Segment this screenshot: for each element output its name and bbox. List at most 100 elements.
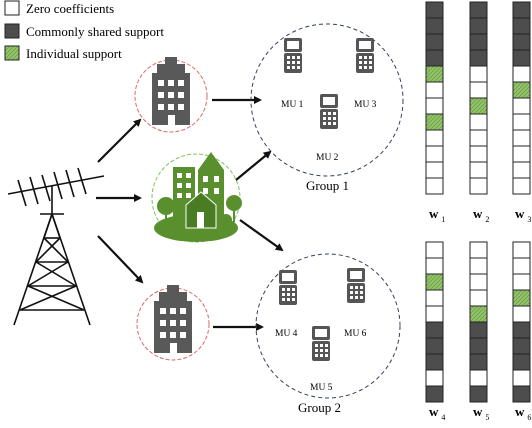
vector-cell-common bbox=[512, 337, 531, 355]
vector-cell-common bbox=[512, 33, 531, 51]
mu-label: MU 4 bbox=[275, 329, 298, 339]
legend-label-individual: Individual support bbox=[26, 46, 122, 61]
vector-cell-common bbox=[469, 353, 488, 371]
vector-cell-individual bbox=[425, 65, 444, 83]
vector-cell-zero bbox=[469, 129, 488, 147]
vector-cell-individual bbox=[512, 81, 531, 99]
vector-cell-zero bbox=[425, 145, 444, 163]
mobile-user-2: MU 2 bbox=[316, 94, 339, 163]
vector-cell-zero bbox=[512, 257, 531, 275]
vector-column-w5 bbox=[469, 241, 488, 403]
tower-arrows bbox=[96, 118, 144, 284]
vector-cell-zero bbox=[425, 305, 444, 323]
vector-cell-zero bbox=[469, 241, 488, 259]
vector-cell-zero bbox=[512, 241, 531, 259]
vector-cell-common bbox=[425, 33, 444, 51]
vector-cell-common bbox=[425, 385, 444, 403]
vector-cell-common bbox=[425, 321, 444, 339]
vector-cell-common bbox=[425, 353, 444, 371]
vector-cell-individual bbox=[469, 305, 488, 323]
arrow-icon bbox=[235, 150, 272, 181]
mu-label: MU 3 bbox=[354, 100, 377, 110]
mobile-user-3: MU 3 bbox=[354, 38, 377, 110]
legend-swatch-common bbox=[4, 23, 20, 39]
vector-cell-common bbox=[425, 17, 444, 35]
vector-cell-zero bbox=[512, 113, 531, 131]
vector-cell-zero bbox=[512, 369, 531, 387]
vector-cell-common bbox=[425, 337, 444, 355]
vector-cell-zero bbox=[425, 97, 444, 115]
vector-cell-zero bbox=[425, 257, 444, 275]
group-2-boundary bbox=[255, 253, 401, 399]
vector-cell-common bbox=[512, 321, 531, 339]
vector-cell-zero bbox=[512, 273, 531, 291]
vector-cell-common bbox=[512, 385, 531, 403]
mobile-phone-icon bbox=[320, 94, 338, 129]
vector-cell-zero bbox=[512, 305, 531, 323]
vector-column-w2 bbox=[469, 1, 488, 195]
vector-cell-zero bbox=[469, 145, 488, 163]
legend-label-zero: Zero coefficients bbox=[26, 1, 114, 16]
vector-cell-zero bbox=[469, 273, 488, 291]
vector-cell-common bbox=[512, 17, 531, 35]
legend-swatch-zero bbox=[4, 0, 20, 16]
arrow-icon bbox=[239, 219, 284, 252]
vector-cell-zero bbox=[469, 369, 488, 387]
vector-cell-zero bbox=[469, 81, 488, 99]
group-2: Group 2 MU 4 MU 6 MU 5 bbox=[255, 253, 401, 415]
vector-cell-common bbox=[512, 1, 531, 19]
vector-cell-common bbox=[469, 33, 488, 51]
group-1-label: Group 1 bbox=[306, 178, 349, 193]
vector-cell-zero bbox=[425, 369, 444, 387]
mobile-user-1: MU 1 bbox=[281, 38, 304, 110]
mobile-phone-icon bbox=[312, 326, 330, 361]
vector-cell-zero bbox=[469, 177, 488, 195]
legend-item-individual: Individual support bbox=[4, 45, 122, 61]
vector-cell-zero bbox=[512, 65, 531, 83]
vector-cell-common bbox=[425, 1, 444, 19]
vector-cell-common bbox=[469, 337, 488, 355]
legend-item-zero: Zero coefficients bbox=[4, 0, 114, 16]
mobile-user-6: MU 6 bbox=[344, 268, 367, 339]
vector-cell-zero bbox=[469, 161, 488, 179]
mobile-phone-icon bbox=[279, 270, 297, 305]
arrow-icon bbox=[97, 235, 144, 284]
legend-label-common: Commonly shared support bbox=[26, 24, 164, 39]
mobile-phone-icon bbox=[356, 38, 374, 73]
vector-cell-zero bbox=[425, 129, 444, 147]
vector-cell-zero bbox=[425, 161, 444, 179]
mu-label: MU 5 bbox=[310, 383, 333, 393]
vector-column-w1 bbox=[425, 1, 444, 195]
mu-label: MU 6 bbox=[344, 329, 367, 339]
vector-cell-zero bbox=[425, 81, 444, 99]
vector-cell-zero bbox=[469, 65, 488, 83]
legend-swatch-individual bbox=[4, 45, 20, 61]
vector-column-w6 bbox=[512, 241, 531, 403]
group-2-label: Group 2 bbox=[298, 400, 341, 415]
vector-cell-zero bbox=[512, 177, 531, 195]
vector-column-w4 bbox=[425, 241, 444, 403]
antenna-tower-icon bbox=[7, 167, 105, 326]
vector-cell-common bbox=[469, 17, 488, 35]
mobile-user-5: MU 5 bbox=[310, 326, 333, 393]
vector-cell-zero bbox=[512, 145, 531, 163]
group-1-boundary bbox=[250, 23, 404, 177]
vector-cell-individual bbox=[469, 97, 488, 115]
vector-cell-individual bbox=[425, 273, 444, 291]
vector-cell-common bbox=[512, 49, 531, 67]
vector-cell-common bbox=[512, 353, 531, 371]
vector-cell-zero bbox=[425, 289, 444, 307]
office-building-icon bbox=[134, 57, 208, 133]
vector-cell-common bbox=[469, 385, 488, 403]
vector-cell-common bbox=[469, 321, 488, 339]
office-building-icon bbox=[136, 285, 210, 361]
vector-cell-zero bbox=[425, 241, 444, 259]
green-city-icon bbox=[151, 152, 242, 243]
